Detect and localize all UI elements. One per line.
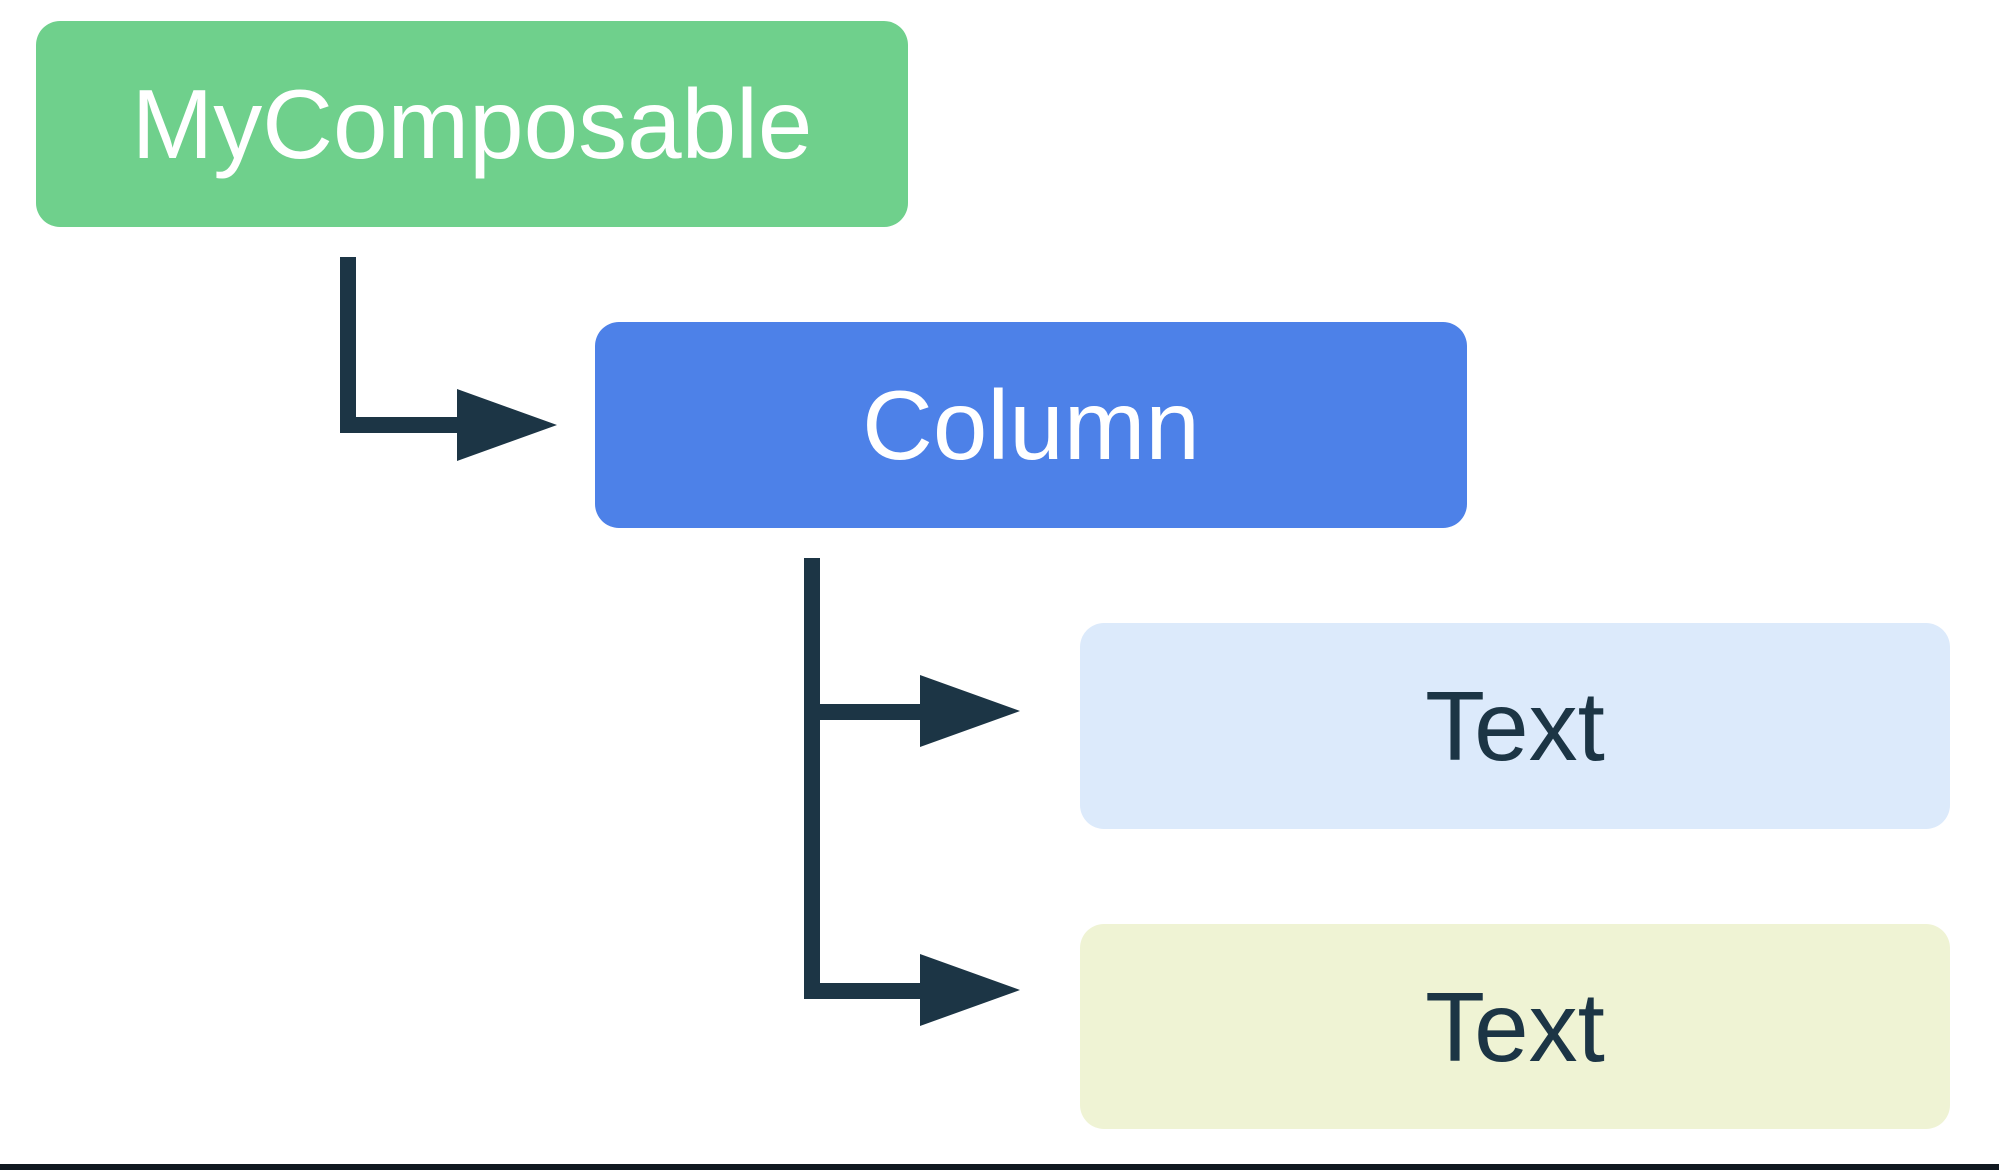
node-text-2: Text xyxy=(1080,924,1950,1129)
node-mycomposable: MyComposable xyxy=(36,21,908,227)
bottom-border-line xyxy=(0,1164,1999,1170)
node-text-1-label: Text xyxy=(1425,671,1605,781)
node-mycomposable-label: MyComposable xyxy=(131,69,813,179)
arrowhead-icon xyxy=(920,675,1020,747)
arrowhead-icon xyxy=(920,954,1020,1026)
arrowhead-icon xyxy=(457,389,557,461)
edge-mycomposable-column-horizontal-line xyxy=(340,417,466,433)
edge-column-text2-horizontal-line xyxy=(804,983,924,999)
node-column-label: Column xyxy=(862,370,1200,480)
node-text-1: Text xyxy=(1080,623,1950,829)
edge-mycomposable-column-vertical-line xyxy=(340,257,356,433)
edge-column-text1-horizontal-line xyxy=(804,704,924,720)
node-column: Column xyxy=(595,322,1467,528)
node-text-2-label: Text xyxy=(1425,971,1605,1082)
edge-column-children-vertical-line xyxy=(804,558,820,999)
